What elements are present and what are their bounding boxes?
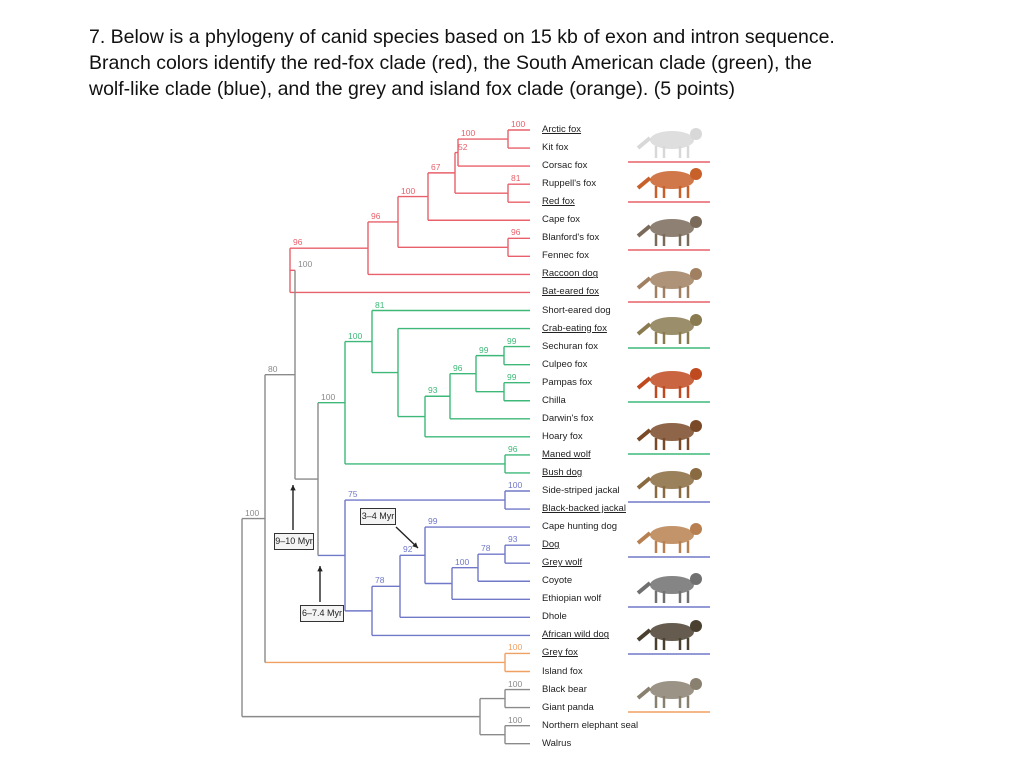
species-label: Maned wolf [542, 448, 591, 460]
time-estimate-box: 6–7.4 Myr [300, 605, 344, 622]
support-value: 52 [458, 141, 468, 152]
species-label: Fennec fox [542, 250, 589, 262]
support-value: 75 [348, 489, 358, 500]
time-estimate-box: 3–4 Myr [360, 508, 396, 525]
support-value: 81 [511, 173, 521, 184]
species-label: Northern elephant seal [542, 719, 639, 731]
species-label: Chilla [542, 394, 566, 406]
arrow-head [412, 542, 418, 548]
support-value: 96 [508, 443, 518, 454]
support-value: 99 [479, 344, 489, 355]
question-text: 7. Below is a phylogeny of canid species… [89, 24, 949, 102]
bush-dog-illustration [628, 420, 710, 455]
species-label: Walrus [542, 737, 572, 749]
species-label: Grey wolf [542, 557, 583, 569]
support-value: 100 [508, 678, 523, 689]
african-wild-dog-illustration [628, 620, 710, 655]
species-label: Giant panda [542, 701, 594, 713]
support-value: 80 [268, 363, 278, 374]
species-label: Darwin's fox [542, 412, 594, 424]
species-label: Blanford's fox [542, 232, 600, 244]
arrow-head [290, 485, 296, 491]
species-label: Ruppell's fox [542, 178, 597, 190]
species-label: Dhole [542, 611, 567, 623]
raccoon-dog-illustration [628, 216, 710, 251]
species-label: Black-backed jackal [542, 503, 626, 515]
species-label: Grey fox [542, 647, 578, 659]
support-value: 96 [293, 237, 303, 248]
support-value: 93 [428, 385, 438, 396]
species-label: Coyote [542, 575, 573, 587]
time-estimate-box: 9–10 Myr [274, 533, 314, 550]
species-label: African wild dog [542, 629, 610, 641]
species-label: Ethiopian wolf [542, 593, 602, 605]
support-value: 78 [481, 543, 491, 554]
species-label: Dog [542, 539, 560, 551]
grey-fox-illustration [628, 678, 710, 713]
species-label: Bat-eared fox [542, 286, 600, 298]
support-value: 67 [431, 161, 441, 172]
support-value: 92 [403, 544, 413, 555]
species-label: Corsac fox [542, 160, 588, 172]
support-value: 100 [401, 185, 416, 196]
question-line-3: wolf-like clade (blue), and the grey and… [89, 78, 736, 100]
species-label: Cape fox [542, 214, 581, 226]
maned-wolf-illustration [628, 368, 710, 403]
species-label: Black bear [542, 683, 587, 695]
question-line-2: Branch colors identify the red-fox clade… [89, 52, 812, 74]
species-label: Crab-eating fox [542, 322, 607, 334]
black-backed-jackal-illustration [628, 468, 710, 503]
arrow-head [317, 566, 323, 572]
support-value: 100 [455, 556, 470, 567]
support-value: 99 [507, 335, 517, 346]
species-label: Sechuran fox [542, 340, 598, 352]
species-label: Island fox [542, 665, 583, 677]
support-value: 81 [375, 299, 385, 310]
species-label: Pampas fox [542, 376, 593, 388]
support-value: 100 [511, 119, 526, 129]
species-label: Hoary fox [542, 430, 583, 442]
dog-illustration [628, 523, 710, 558]
support-value: 100 [321, 391, 336, 402]
support-value: 96 [511, 227, 521, 238]
support-value: 93 [508, 534, 518, 545]
support-value: 100 [298, 259, 313, 270]
question-line-1: 7. Below is a phylogeny of canid species… [89, 26, 835, 48]
support-value: 96 [371, 210, 381, 221]
species-label: Bush dog [542, 466, 583, 478]
bat-eared-fox-illustration [628, 268, 710, 303]
support-value: 100 [508, 714, 523, 725]
red-fox-illustration [628, 168, 710, 203]
grey-wolf-illustration [628, 573, 710, 608]
support-value: 100 [348, 330, 363, 341]
species-label: Arctic fox [542, 124, 582, 135]
support-value: 99 [428, 516, 438, 527]
species-label: Kit fox [542, 142, 569, 154]
support-value: 100 [508, 642, 523, 653]
species-label: Raccoon dog [542, 268, 598, 280]
arctic-fox-illustration [628, 128, 710, 163]
species-label: Red fox [542, 196, 575, 208]
species-label: Side-striped jackal [542, 485, 620, 496]
support-value: 99 [507, 371, 517, 382]
crab-eating-fox-illustration [628, 314, 710, 349]
species-label: Culpeo fox [542, 358, 588, 370]
support-value: 96 [453, 362, 463, 373]
support-value: 100 [508, 480, 523, 490]
species-label: Short-eared dog [542, 304, 611, 316]
species-label: Cape hunting dog [542, 521, 618, 533]
support-value: 100 [461, 128, 476, 139]
support-value: 100 [245, 507, 260, 518]
support-value: 78 [375, 575, 385, 586]
